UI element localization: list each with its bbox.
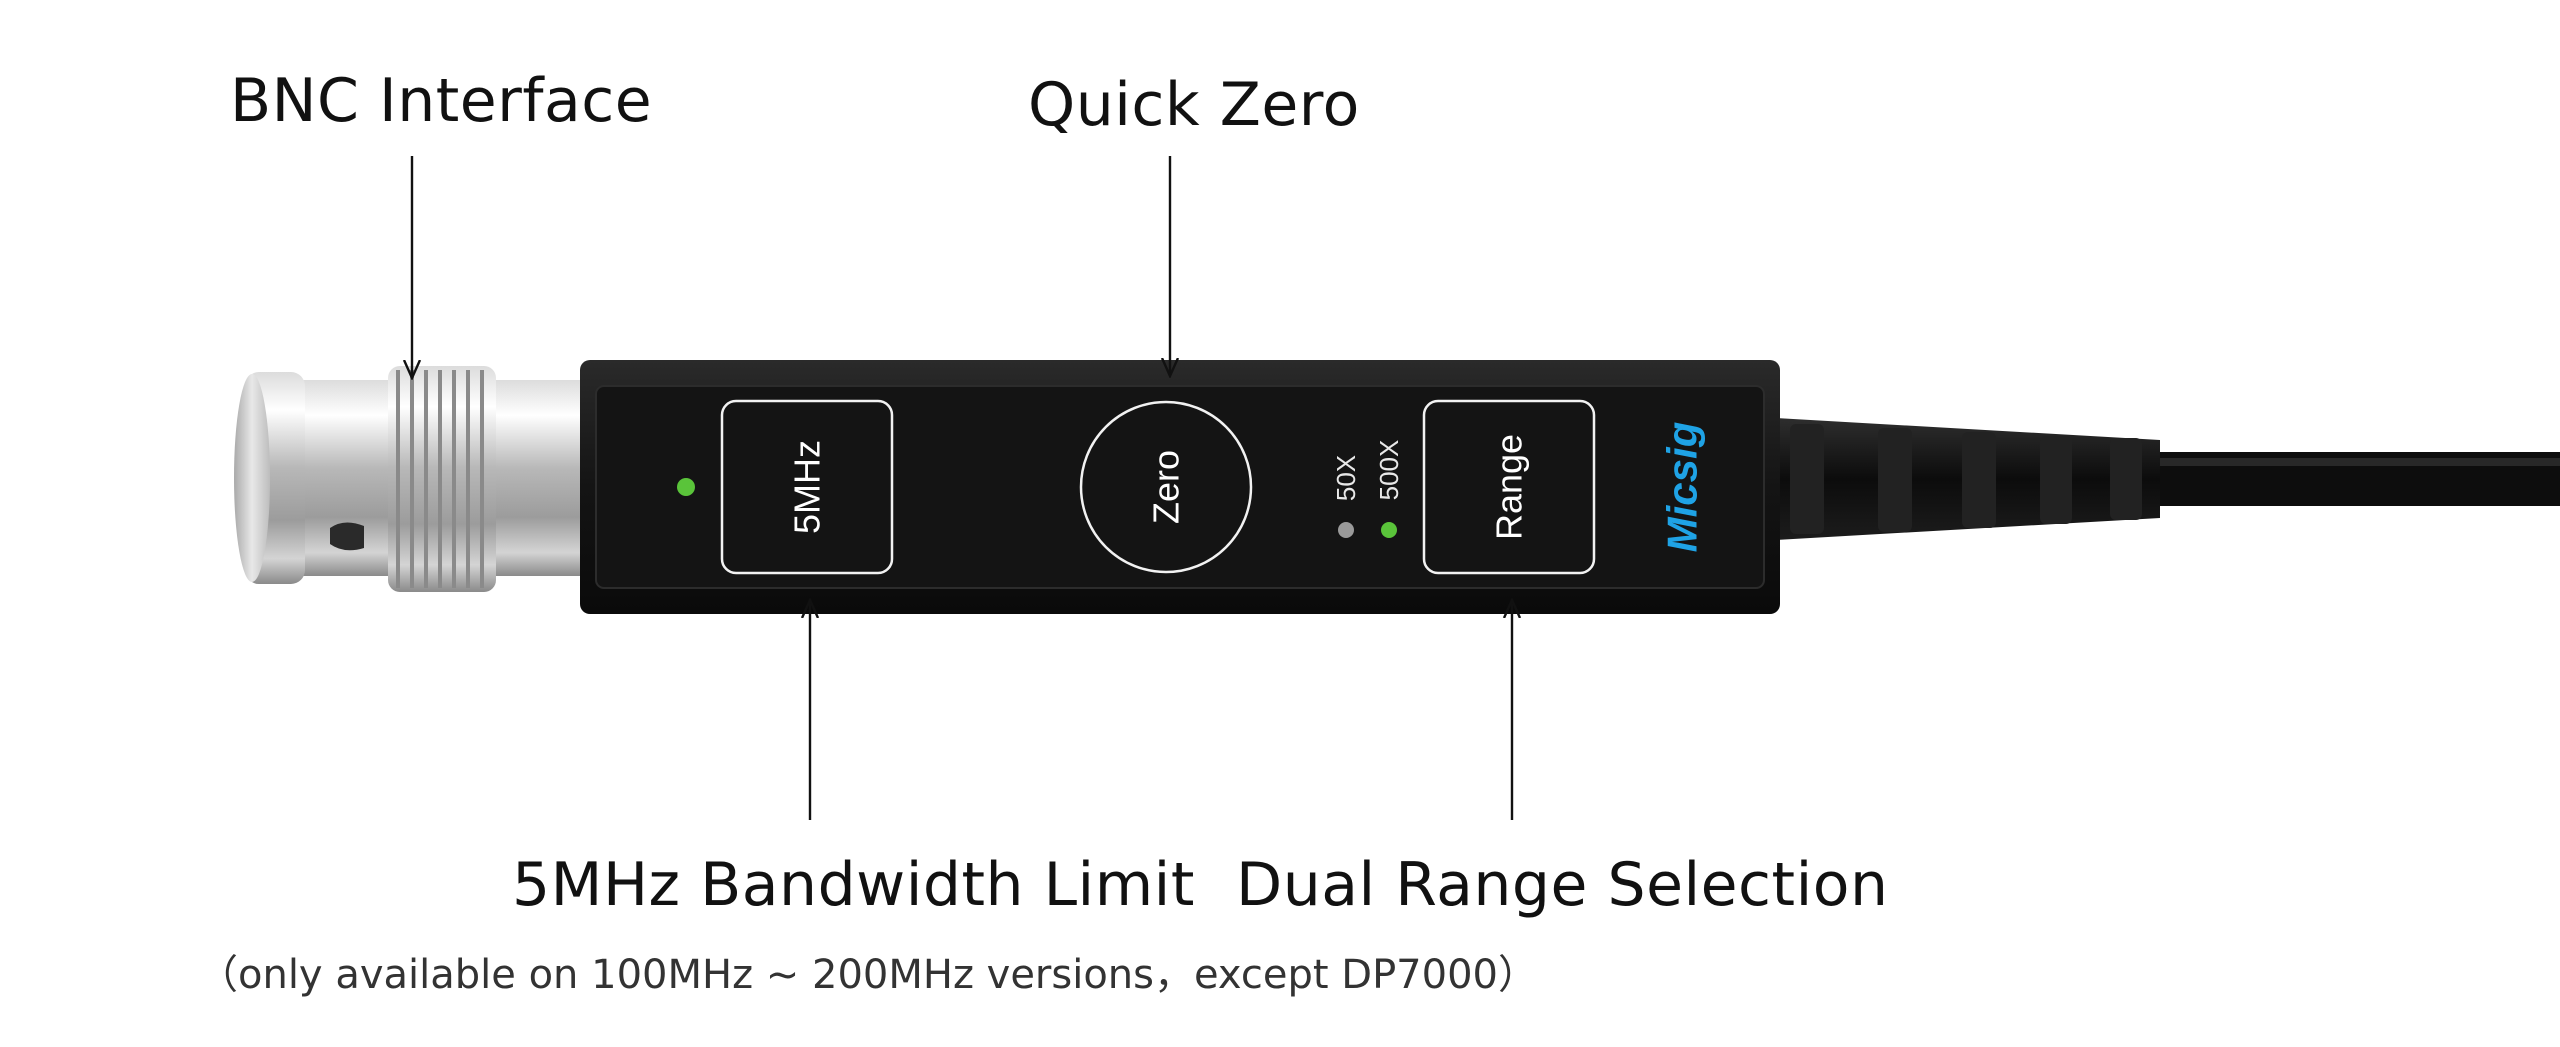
- bnc-connector: [234, 366, 590, 592]
- bandwidth-limit-label: 5MHz Bandwidth Limit: [512, 850, 1195, 920]
- range-500x-label: 500X: [1374, 440, 1404, 501]
- dual-range-label: Dual Range Selection: [1236, 850, 1889, 920]
- range-button[interactable]: Range: [1422, 399, 1596, 575]
- quick-zero-label: Quick Zero: [1028, 70, 1360, 140]
- callout-arrows: [412, 156, 1512, 820]
- micsig-logo: Micsig: [1659, 422, 1706, 553]
- cable: [2150, 452, 2560, 506]
- range-50x-label: 50X: [1331, 455, 1361, 501]
- strain-relief: [1775, 418, 2160, 540]
- bandwidth-button-label: 5MHz: [787, 440, 828, 534]
- range-50x-led: [1338, 522, 1354, 538]
- zero-button-label: Zero: [1146, 450, 1187, 524]
- availability-note: （only available on 100MHz ~ 200MHz versi…: [198, 952, 1538, 998]
- quick-zero-button[interactable]: Zero: [1079, 400, 1253, 574]
- bnc-interface-label: BNC Interface: [230, 66, 653, 136]
- bandwidth-limit-button[interactable]: 5MHz: [720, 399, 894, 575]
- bandwidth-led: [677, 478, 695, 496]
- range-500x-led: [1381, 522, 1397, 538]
- range-button-label: Range: [1489, 434, 1530, 540]
